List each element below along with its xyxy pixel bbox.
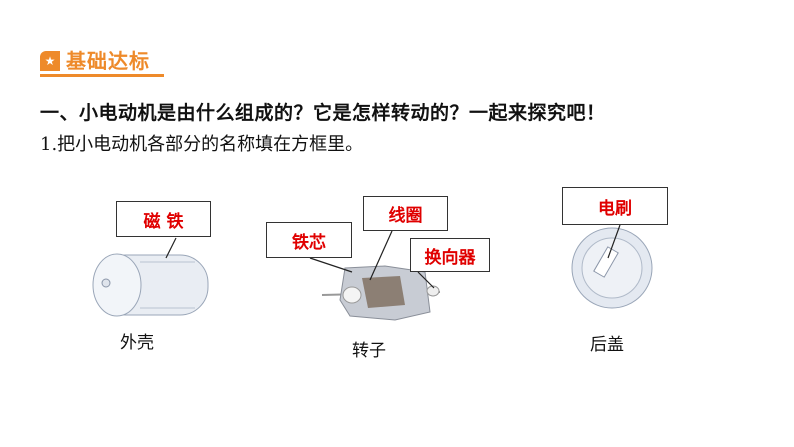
label-coil: 线圈 <box>363 196 448 231</box>
instruction-text: 1.把小电动机各部分的名称填在方框里。 <box>40 134 364 155</box>
label-iron-core: 铁芯 <box>266 222 352 258</box>
end-cap-illustration <box>571 224 653 309</box>
section-title: 基础达标 <box>66 49 150 73</box>
caption-housing: 外壳 <box>120 333 154 353</box>
star-icon: ★ <box>40 51 60 71</box>
section-badge: ★ 基础达标 <box>40 50 150 72</box>
label-magnet: 磁 铁 <box>116 201 211 237</box>
label-commutator: 换向器 <box>410 238 490 272</box>
housing-illustration <box>92 237 209 317</box>
caption-end-cap: 后盖 <box>590 335 624 355</box>
caption-rotor: 转子 <box>352 341 386 361</box>
badge-underline <box>40 74 164 77</box>
question-heading: 一、小电动机是由什么组成的？它是怎样转动的？一起来探究吧！ <box>40 102 606 124</box>
label-brush: 电刷 <box>562 187 668 225</box>
rotor-illustration <box>309 230 441 321</box>
